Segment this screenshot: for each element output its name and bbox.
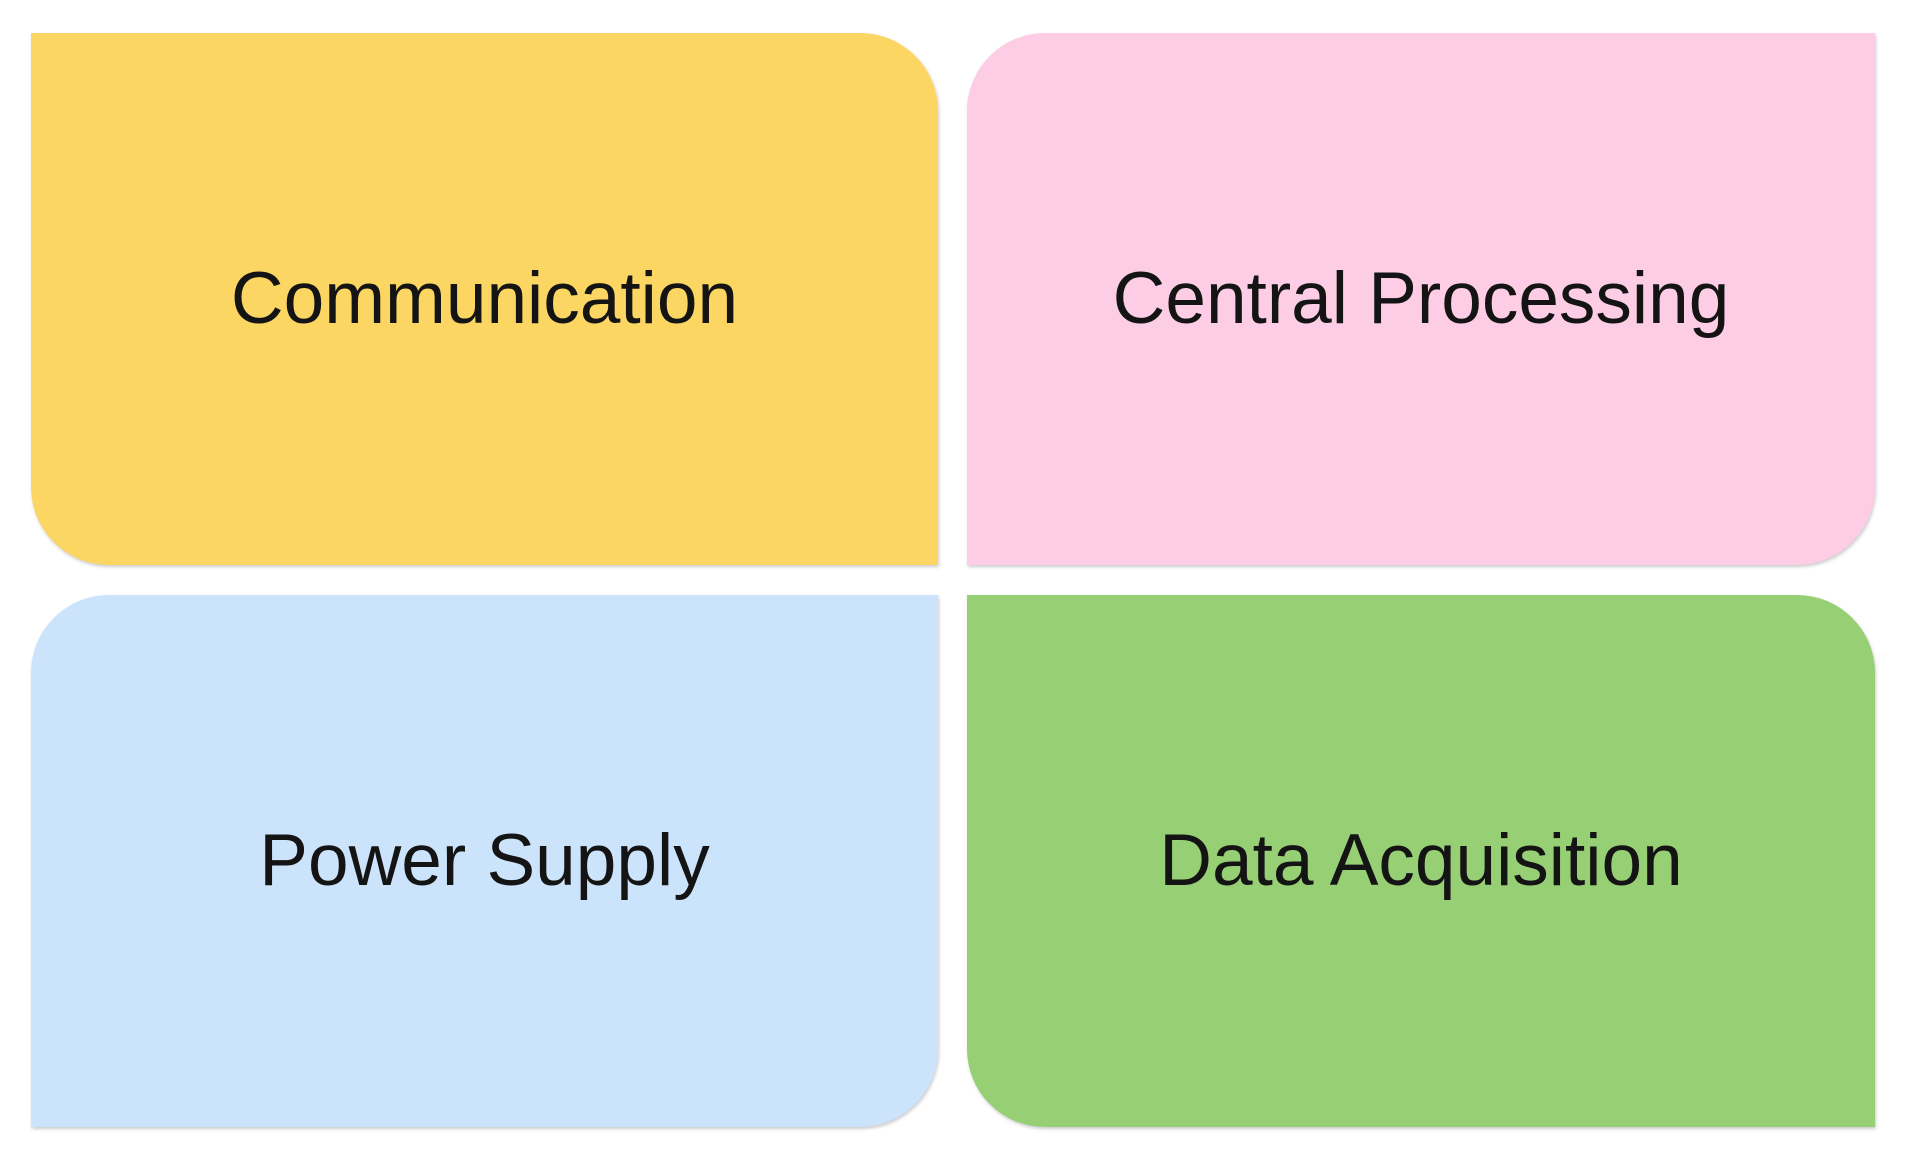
block-central-processing-label: Central Processing xyxy=(1112,257,1730,339)
block-communication: Communication xyxy=(31,33,938,565)
block-data-acquisition-label: Data Acquisition xyxy=(1159,819,1683,901)
block-communication-label: Communication xyxy=(230,257,739,339)
block-data-acquisition: Data Acquisition xyxy=(967,595,1875,1127)
block-central-processing: Central Processing xyxy=(967,33,1875,565)
block-power-supply-label: Power Supply xyxy=(259,819,710,901)
block-power-supply: Power Supply xyxy=(31,595,938,1127)
